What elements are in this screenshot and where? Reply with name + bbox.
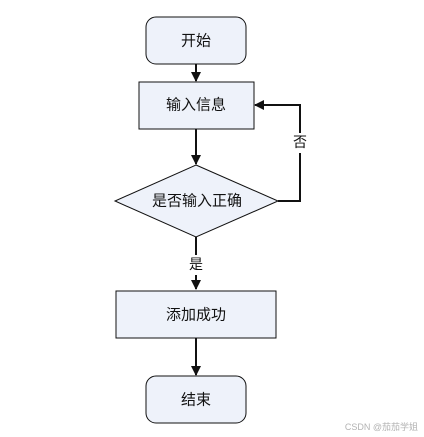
edge-yes-label: 是 <box>189 257 203 273</box>
input-node-label: 输入信息 <box>166 96 226 114</box>
yes-label-bg <box>186 255 206 275</box>
no-label-bg <box>290 133 310 153</box>
end-node <box>145 375 247 424</box>
input-node <box>138 81 255 130</box>
watermark: CSDN @茄茄学姐 <box>344 422 418 432</box>
start-node-label: 开始 <box>181 32 211 50</box>
edge-no-label: 否 <box>293 135 307 151</box>
success-node <box>115 290 277 339</box>
end-node-label: 结束 <box>181 391 211 409</box>
decision-node-label: 是否输入正确 <box>152 192 242 210</box>
success-node-label: 添加成功 <box>166 306 226 324</box>
